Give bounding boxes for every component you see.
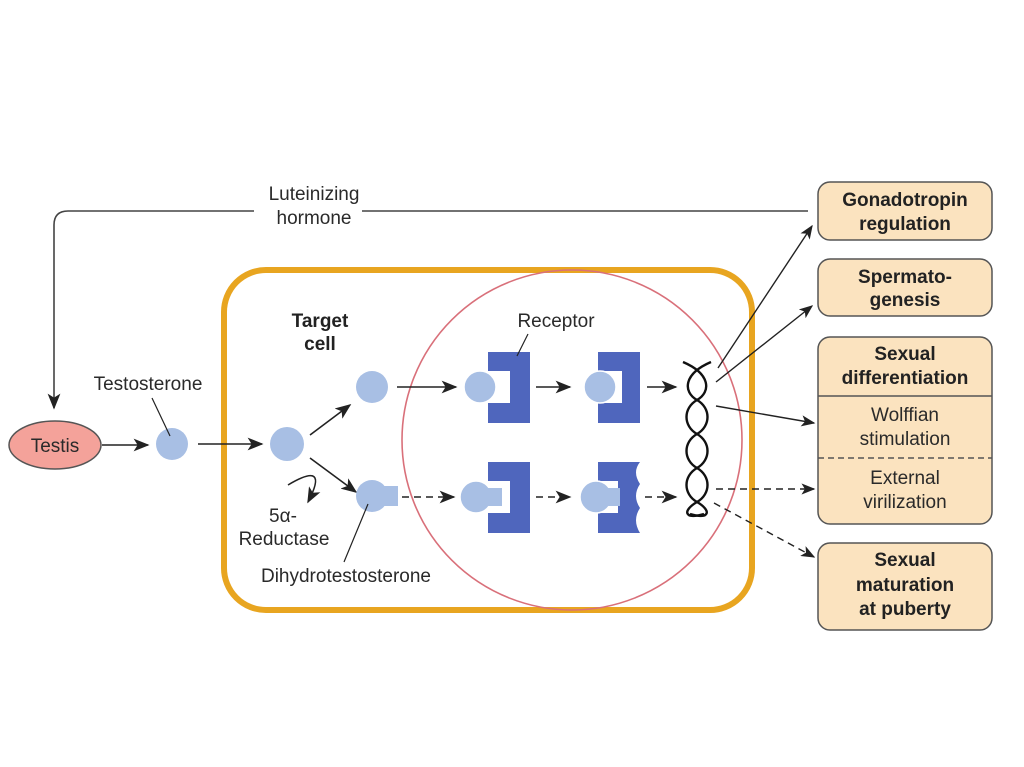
svg-text:virilization: virilization bbox=[863, 492, 946, 513]
svg-text:Spermato-: Spermato- bbox=[858, 267, 952, 288]
dht-pointer bbox=[343, 503, 369, 563]
enzyme-label-line2: Reductase bbox=[239, 529, 330, 550]
arrow-to-spermatogenesis bbox=[715, 305, 814, 383]
arrow-to-wolffian bbox=[715, 405, 816, 427]
receptor-complex-upper-2 bbox=[583, 352, 640, 423]
target-cell-label-line2: cell bbox=[304, 334, 336, 355]
arrow-t-up bbox=[309, 404, 352, 436]
svg-text:External: External bbox=[870, 468, 940, 489]
svg-text:stimulation: stimulation bbox=[860, 429, 951, 450]
testosterone-pointer bbox=[151, 397, 171, 437]
svg-text:Sexual: Sexual bbox=[874, 550, 935, 571]
receptor-pointer bbox=[516, 333, 529, 357]
receptor-complex-lower-2 bbox=[579, 462, 640, 533]
outcome-spermatogenesis: Spermato- genesis bbox=[817, 258, 993, 317]
svg-text:differentiation: differentiation bbox=[842, 368, 969, 389]
receptor-complex-upper-1 bbox=[463, 352, 530, 423]
lh-label-line1: Luteinizing bbox=[269, 184, 360, 205]
arrow-t-down bbox=[309, 457, 358, 493]
testis-label: Testis bbox=[31, 436, 80, 457]
testosterone-in-cell bbox=[270, 427, 304, 461]
arrow-to-gonadotropin bbox=[717, 224, 813, 369]
svg-text:Gonadotropin: Gonadotropin bbox=[842, 190, 968, 211]
target-cell-label-line1: Target bbox=[292, 311, 349, 332]
lh-label-line2: hormone bbox=[277, 208, 352, 229]
reductase-curve-arrow bbox=[287, 474, 321, 504]
svg-text:at puberty: at puberty bbox=[859, 599, 951, 620]
outcome-gonadotropin-regulation: Gonadotropin regulation bbox=[817, 181, 993, 241]
testis bbox=[8, 420, 102, 470]
dht-molecule bbox=[356, 480, 398, 512]
testosterone-molecule bbox=[156, 428, 188, 460]
outcome-sexual-differentiation: Sexual differentiation Wolffian stimulat… bbox=[817, 336, 993, 525]
nucleus bbox=[401, 269, 743, 611]
target-cell-membrane bbox=[221, 267, 755, 613]
lh-arrow-to-testis bbox=[47, 210, 254, 410]
svg-text:Wolffian: Wolffian bbox=[871, 405, 939, 426]
outcome-sexual-maturation: Sexual maturation at puberty bbox=[817, 542, 993, 631]
svg-text:Sexual: Sexual bbox=[874, 344, 935, 365]
svg-text:genesis: genesis bbox=[870, 290, 941, 311]
dht-label: Dihydrotestosterone bbox=[261, 566, 431, 587]
dna-helix-icon bbox=[682, 360, 712, 517]
svg-text:maturation: maturation bbox=[856, 575, 954, 596]
receptor-complex-lower-1 bbox=[459, 462, 530, 533]
testosterone-label: Testosterone bbox=[94, 374, 203, 395]
receptor-label: Receptor bbox=[517, 311, 595, 332]
testosterone-upper bbox=[356, 371, 388, 403]
arrow-to-maturation bbox=[713, 502, 816, 558]
svg-text:regulation: regulation bbox=[859, 214, 951, 235]
enzyme-label-line1: 5α- bbox=[269, 506, 297, 527]
